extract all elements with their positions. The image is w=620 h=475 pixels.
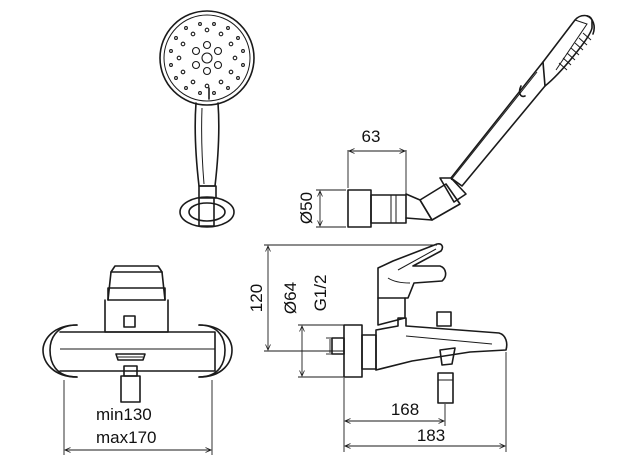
holder-width-label: 63: [362, 127, 381, 146]
height-label: 120: [247, 284, 266, 312]
mixer-side-view: [331, 243, 508, 404]
dimension-d64: Ø64: [281, 282, 344, 378]
hand-shower-front-view: [159, 10, 255, 228]
spray-nozzles: [169, 22, 245, 95]
mixer-front-view: [42, 265, 233, 403]
centers-max-label: max170: [96, 428, 156, 447]
spray-face-ridges: [558, 32, 592, 71]
dimension-63: 63: [347, 127, 407, 194]
body-diameter-label: Ø64: [281, 282, 300, 314]
reach-short-label: 168: [391, 400, 419, 419]
dimension-thread: G1/2: [311, 275, 332, 355]
hand-shower-side-view: [347, 14, 595, 228]
dimension-centers: min130 max170: [63, 380, 213, 455]
holder-diameter-label: Ø50: [297, 192, 316, 224]
dimension-168: 168: [343, 378, 446, 452]
dimension-d50: Ø50: [297, 189, 346, 228]
thread-label: G1/2: [311, 275, 330, 312]
reach-long-label: 183: [417, 426, 445, 445]
dimension-183: 183: [345, 352, 507, 452]
centers-min-label: min130: [96, 405, 152, 424]
